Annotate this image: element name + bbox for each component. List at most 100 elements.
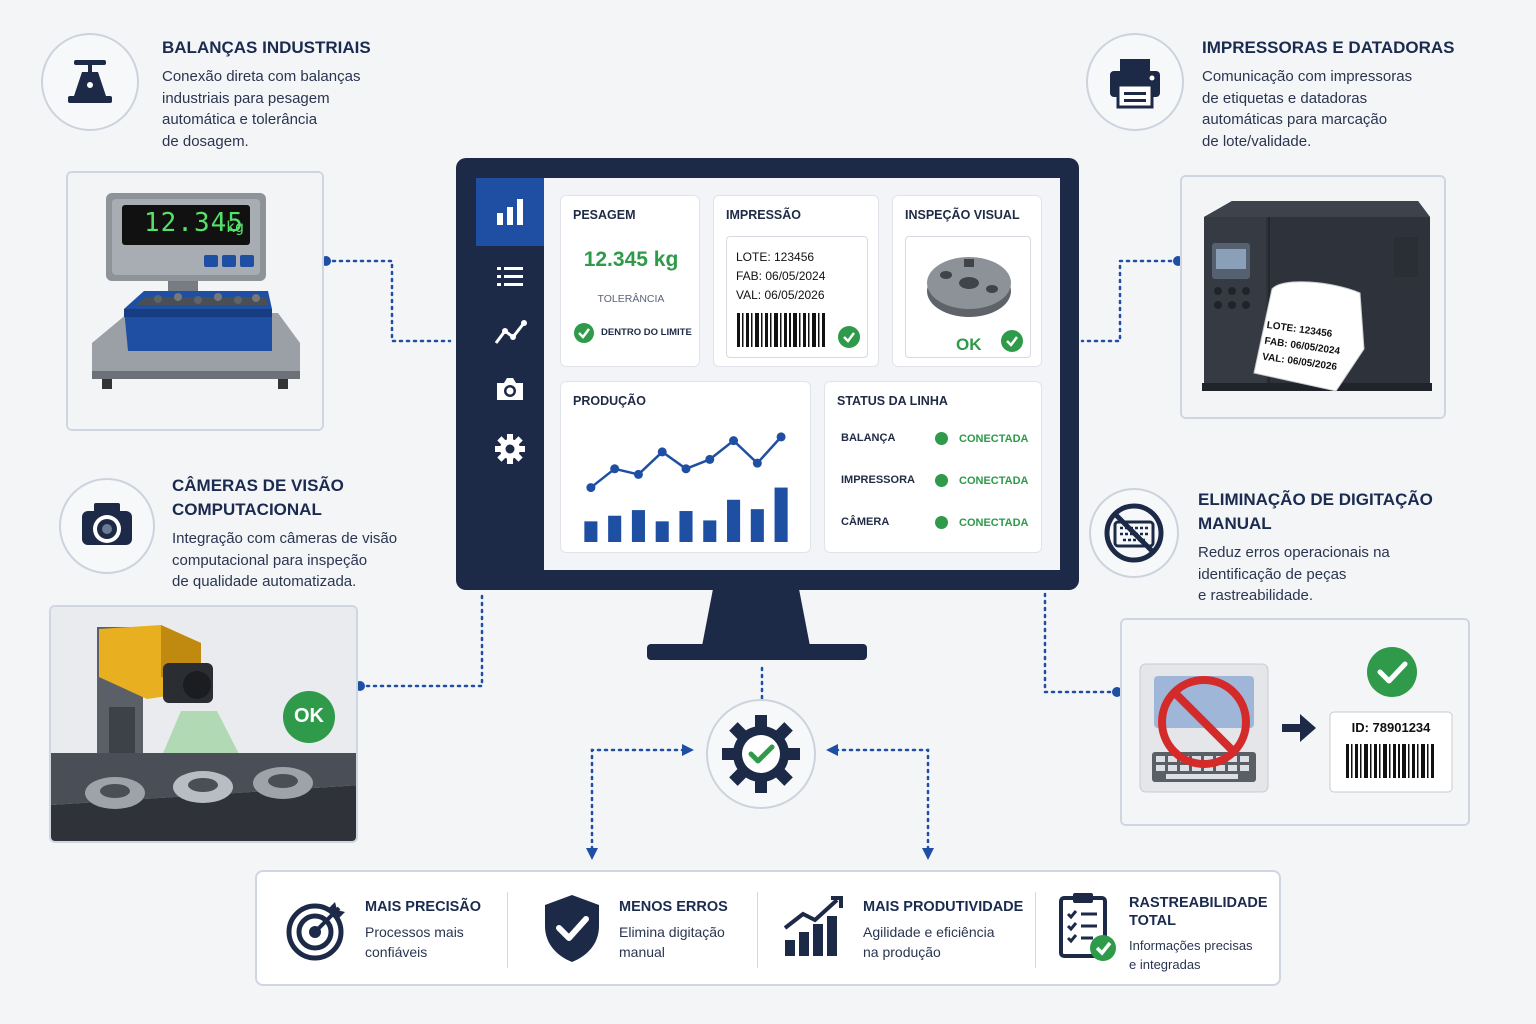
bar-chart-icon xyxy=(497,199,523,225)
pesagem-panel: PESAGEM 12.345 kg TOLERÂNCIA DENTRO DO L… xyxy=(560,195,700,367)
status-row-camera: CÂMERA CONECTADA xyxy=(841,516,1031,529)
monitor-stand-base xyxy=(647,644,867,660)
scale-display-unit: kg xyxy=(226,218,245,236)
pesagem-status: DENTRO DO LIMITE xyxy=(573,322,699,344)
production-line-point xyxy=(752,458,762,468)
production-bar xyxy=(703,520,717,542)
trend-icon xyxy=(494,320,527,344)
producao-title: PRODUÇÃO xyxy=(573,394,646,408)
printer-icon xyxy=(1110,59,1160,109)
production-bar xyxy=(584,521,598,542)
growth-chart-icon xyxy=(783,896,843,956)
impressao-line-val: VAL: 06/05/2026 xyxy=(736,288,825,302)
impressao-panel: IMPRESSÃO LOTE: 123456 FAB: 06/05/2024 V… xyxy=(713,195,879,367)
status-row-impressora: IMPRESSORA CONECTADA xyxy=(841,474,1031,487)
benefit-title: MAIS PRECISÃO xyxy=(365,899,482,915)
status-row-name: CÂMERA xyxy=(841,516,890,528)
production-bar xyxy=(631,510,645,542)
benefit-desc: Agilidade e eficiência na produção xyxy=(863,924,995,960)
sidebar-item-trends[interactable] xyxy=(476,306,544,360)
impressao-title: IMPRESSÃO xyxy=(726,208,802,222)
production-bar xyxy=(679,511,693,542)
production-line-point xyxy=(705,454,715,464)
printer-feature-title: IMPRESSORAS E DATADORAS xyxy=(1202,38,1455,57)
status-row-state: CONECTADA xyxy=(959,517,1029,529)
gear-check-icon xyxy=(722,715,800,793)
camera-feature-desc: Integração com câmeras de visão computac… xyxy=(172,530,398,590)
production-line-point xyxy=(776,432,786,442)
no-typing-feature-title: ELIMINAÇÃO DE DIGITAÇÃO MANUAL xyxy=(1198,490,1433,533)
benefit-desc: Elimina digitação manual xyxy=(619,924,725,960)
benefit-divider xyxy=(757,892,758,968)
integration-gear-circle xyxy=(706,699,816,809)
production-line-point xyxy=(586,483,596,493)
industrial-scale-illustration xyxy=(68,173,322,429)
scale-feature-desc: Conexão direta com balanças industriais … xyxy=(162,68,361,150)
no-typing-feature-icon-circle xyxy=(1089,488,1179,578)
printer-feature-desc: Comunicação com impressoras de etiquetas… xyxy=(1202,68,1413,150)
producao-panel: PRODUÇÃO xyxy=(560,381,811,553)
status-panel: STATUS DA LINHA BALANÇA CONECTADA IMPRES… xyxy=(824,381,1042,553)
list-icon xyxy=(497,267,523,286)
production-line-point xyxy=(681,464,691,474)
scale-illustration-card: 12.345 kg xyxy=(66,171,324,431)
sidebar-item-camera[interactable] xyxy=(476,362,544,416)
benefit-divider xyxy=(1035,892,1036,968)
no-typing-illustration-card: ID: 78901234 xyxy=(1120,618,1470,826)
scale-icon xyxy=(68,60,112,103)
mechanical-part-illustration xyxy=(927,257,1011,317)
camera-ok-badge: OK xyxy=(294,705,324,727)
no-keyboard-icon xyxy=(1104,503,1164,563)
sidebar-item-settings[interactable] xyxy=(476,422,544,476)
status-dot xyxy=(935,432,948,445)
impressao-line-fab: FAB: 06/05/2024 xyxy=(736,269,826,283)
production-line-point xyxy=(657,447,667,457)
gear-icon xyxy=(495,434,525,464)
pesagem-title: PESAGEM xyxy=(573,208,636,222)
status-row-state: CONECTADA xyxy=(959,433,1029,445)
benefits-bar: MAIS PRECISÃO Processos mais confiáveis … xyxy=(255,870,1281,986)
status-row-name: IMPRESSORA xyxy=(841,474,915,486)
scale-feature-text: BALANÇAS INDUSTRIAIS Conexão direta com … xyxy=(162,36,422,152)
benefit-desc: Informações precisas e integradas xyxy=(1129,938,1253,972)
no-typing-feature-desc: Reduz erros operacionais na identificaçã… xyxy=(1198,544,1390,604)
benefit-precisao: MAIS PRECISÃO Processos mais confiáveis xyxy=(257,872,507,990)
pesagem-tolerance-label: TOLERÂNCIA xyxy=(597,293,665,305)
status-dot xyxy=(935,516,948,529)
inspecao-result: OK xyxy=(956,335,982,354)
benefit-divider xyxy=(507,892,508,968)
production-bar xyxy=(727,499,741,542)
inspecao-preview: OK xyxy=(905,236,1031,358)
production-line-point xyxy=(610,464,620,474)
production-bar xyxy=(608,515,622,542)
status-row-balanca: BALANÇA CONECTADA xyxy=(841,432,1031,445)
inspecao-panel: INSPEÇÃO VISUAL OK xyxy=(892,195,1042,367)
inspecao-title: INSPEÇÃO VISUAL xyxy=(905,208,1020,222)
production-line xyxy=(590,436,783,489)
barcode-icon xyxy=(737,313,825,347)
keyboard-to-barcode-illustration xyxy=(1122,620,1468,824)
dashboard-sidebar xyxy=(476,178,544,570)
no-typing-feature-text: ELIMINAÇÃO DE DIGITAÇÃO MANUAL Reduz err… xyxy=(1198,488,1478,607)
benefit-menos-erros: MENOS ERROS Elimina digitação manual xyxy=(507,872,757,990)
benefit-title: RASTREABILIDADE TOTAL xyxy=(1129,895,1268,929)
benefit-desc: Processos mais confiáveis xyxy=(365,924,464,960)
label-printer-illustration xyxy=(1182,177,1444,417)
vision-camera-conveyor-illustration xyxy=(51,607,356,841)
vision-camera-illustration-card: OK xyxy=(49,605,358,843)
impressao-line-lote: LOTE: 123456 xyxy=(736,250,815,264)
printer-feature-text: IMPRESSORAS E DATADORAS Comunicação com … xyxy=(1202,36,1502,152)
benefit-title: MENOS ERROS xyxy=(619,899,728,915)
production-bar xyxy=(750,509,764,542)
pesagem-status-text: DENTRO DO LIMITE xyxy=(601,327,692,338)
production-bar xyxy=(655,521,669,542)
camera-icon xyxy=(497,378,523,400)
sidebar-item-list[interactable] xyxy=(476,250,544,304)
target-icon xyxy=(286,902,345,961)
sidebar-item-dashboard[interactable] xyxy=(476,178,544,246)
check-circle-icon xyxy=(1001,330,1023,352)
production-line-point xyxy=(729,436,739,446)
camera-feature-title: CÂMERAS DE VISÃO COMPUTACIONAL xyxy=(172,476,344,519)
machine-camera-icon xyxy=(82,503,132,545)
check-circle-icon xyxy=(838,326,860,348)
